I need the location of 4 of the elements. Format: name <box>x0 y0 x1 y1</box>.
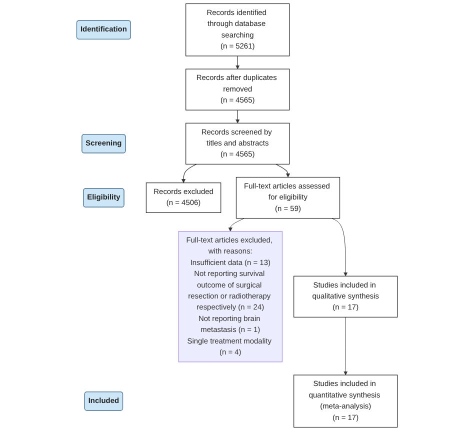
arrow <box>275 164 290 178</box>
arrow <box>236 56 240 70</box>
arrow <box>181 164 197 184</box>
arrow <box>236 110 240 124</box>
